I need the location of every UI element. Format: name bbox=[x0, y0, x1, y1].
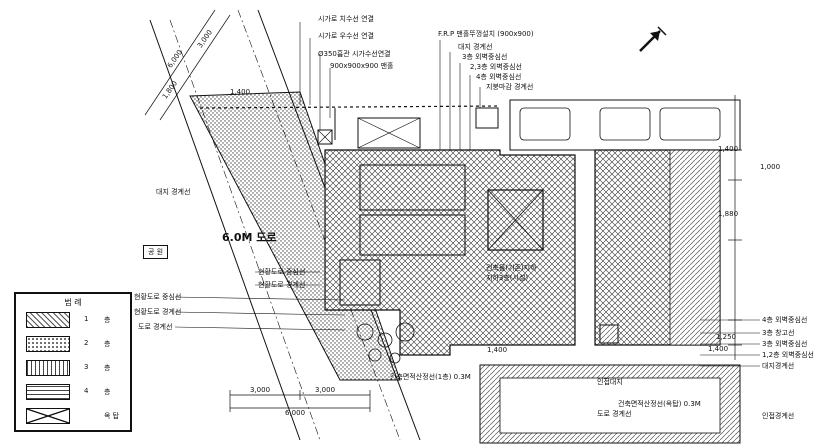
label-top-3: Ø350흄관 시가수선연결 bbox=[318, 50, 391, 58]
label-right-5: 대지경계선 bbox=[762, 362, 795, 370]
legend-text-5: 옥 탑 bbox=[104, 412, 120, 420]
label-right-3: 3층 외벽중심선 bbox=[762, 340, 808, 348]
label-right-4: 1,2층 외벽중심선 bbox=[762, 351, 814, 359]
label-road-boundary-b: 현황도로 경계선 bbox=[134, 308, 182, 316]
label-bottom-2: 건축면적산정선(옥탑) 0.3M bbox=[618, 400, 701, 408]
label-road-center-a: 현황도로 중심선 bbox=[258, 268, 306, 276]
dim-right-5: 1,000 bbox=[760, 163, 781, 171]
label-road-boundary-a: 현황도로 경계선 bbox=[258, 281, 306, 289]
label-bottom-3: 인접대지 bbox=[597, 378, 623, 386]
legend-swatch-5 bbox=[26, 408, 70, 424]
legend-swatch-4 bbox=[26, 384, 70, 400]
legend-num-4: 4 bbox=[84, 387, 89, 395]
adjacent-post bbox=[599, 324, 619, 344]
car-1 bbox=[519, 107, 571, 141]
car-3 bbox=[659, 107, 721, 141]
label-road-width: 6.0M 도로 bbox=[222, 231, 277, 244]
road-line-2 bbox=[169, 19, 321, 441]
leader-lines bbox=[299, 22, 481, 150]
legend-box: 범 례 1 층 2 층 3 층 4 층 옥 탑 bbox=[14, 292, 132, 432]
legend-num-3: 3 bbox=[84, 363, 89, 371]
label-park: 공 원 bbox=[143, 245, 169, 259]
label-top-9: 4층 외벽중심선 bbox=[476, 73, 522, 81]
label-right-2: 3층 창고선 bbox=[762, 329, 795, 337]
dim-right-1: 1,400 bbox=[718, 145, 739, 153]
legend-row-5: 옥 탑 bbox=[26, 408, 126, 424]
room-a bbox=[359, 164, 466, 211]
entry-box bbox=[339, 259, 381, 306]
legend-text-2: 층 bbox=[104, 340, 111, 348]
legend-swatch-1 bbox=[26, 312, 70, 328]
road-line-1 bbox=[149, 19, 301, 441]
label-top-7: 3층 외벽중심선 bbox=[462, 53, 508, 61]
meter-box bbox=[475, 107, 499, 129]
label-top-6: 대지 경계선 bbox=[458, 43, 493, 51]
label-right-1: 4층 외벽중심선 bbox=[762, 316, 808, 324]
building-text-2: 지하3층(시설) bbox=[486, 274, 529, 282]
utility-pipe bbox=[199, 105, 501, 109]
legend-row-4: 4 층 bbox=[26, 384, 126, 400]
stair-core bbox=[487, 189, 544, 251]
north-arrow-icon bbox=[639, 26, 667, 52]
garden-plantings bbox=[356, 322, 415, 364]
dim-bottom-1: 3,000 bbox=[250, 386, 271, 394]
label-bottom-5: 인접경계선 bbox=[762, 412, 795, 420]
label-top-4: 900x900x900 맨홀 bbox=[330, 62, 394, 70]
dim-right-3: 1,250 bbox=[716, 333, 737, 341]
dim-right-4: 1,400 bbox=[708, 345, 729, 353]
small-manhole bbox=[317, 129, 333, 145]
legend-row-2: 2 층 bbox=[26, 336, 126, 352]
legend-title: 범 례 bbox=[64, 298, 82, 307]
legend-row-3: 3 층 bbox=[26, 360, 126, 376]
label-top-1: 시가로 치수선 연결 bbox=[318, 15, 374, 23]
manhole-box bbox=[357, 117, 421, 149]
legend-num-1: 1 bbox=[84, 315, 89, 323]
label-road-center-b: 현황도로 중심선 bbox=[134, 293, 182, 301]
legend-num-2: 2 bbox=[84, 339, 89, 347]
legend-swatch-3 bbox=[26, 360, 70, 376]
car-2 bbox=[599, 107, 651, 141]
building-footprint bbox=[324, 149, 576, 356]
label-bottom-1: 건축면적산정선(1층) 0.3M bbox=[390, 373, 471, 381]
dim-bottom-total: 6,000 bbox=[285, 409, 306, 417]
legend-text-4: 층 bbox=[104, 388, 111, 396]
label-bottom-4: 도로 경계선 bbox=[597, 410, 632, 418]
label-road-setback: 도로 경계선 bbox=[138, 323, 173, 331]
label-top-2: 시가로 우수선 연결 bbox=[318, 32, 374, 40]
room-b bbox=[359, 214, 466, 256]
dim-small-2: 1,400 bbox=[487, 346, 508, 354]
dim-right-2: 1,880 bbox=[718, 210, 739, 218]
label-top-5: F.R.P 맨홀뚜껑설치 (900x900) bbox=[438, 30, 534, 38]
building-text-1: 건축물(기존)지하 bbox=[486, 264, 537, 272]
right-side-strip bbox=[669, 149, 721, 346]
legend-text-1: 층 bbox=[104, 316, 111, 324]
label-top-8: 2,3층 외벽중심선 bbox=[470, 63, 522, 71]
dim-small-1: 1,400 bbox=[230, 88, 251, 96]
dim-bottom-2: 3,000 bbox=[315, 386, 336, 394]
legend-row-1: 1 층 bbox=[26, 312, 126, 328]
parking-area bbox=[509, 99, 741, 151]
label-top-10: 지붕마감 경계선 bbox=[486, 83, 534, 91]
legend-swatch-2 bbox=[26, 336, 70, 352]
legend-text-3: 층 bbox=[104, 364, 111, 372]
label-site-boundary: 대지 경계선 bbox=[156, 188, 191, 196]
road-line-3 bbox=[237, 9, 401, 441]
